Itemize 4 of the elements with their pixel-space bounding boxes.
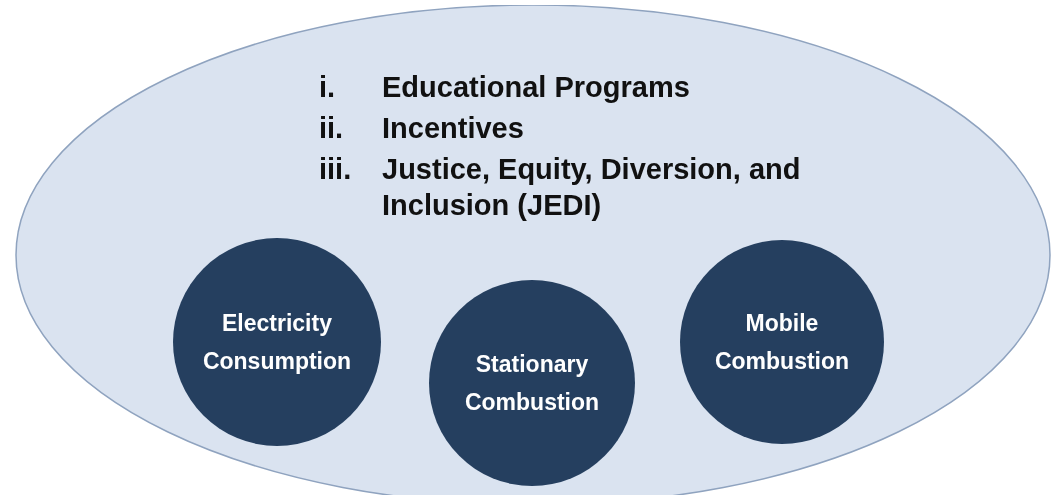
list-item: i. Educational Programs <box>319 70 691 105</box>
list-item: iii. Justice, Equity, Diversion, and Inclusion (JEDI) <box>319 152 802 223</box>
list-item: ii. Incentives <box>319 111 525 146</box>
ellipse-group <box>14 5 1052 495</box>
